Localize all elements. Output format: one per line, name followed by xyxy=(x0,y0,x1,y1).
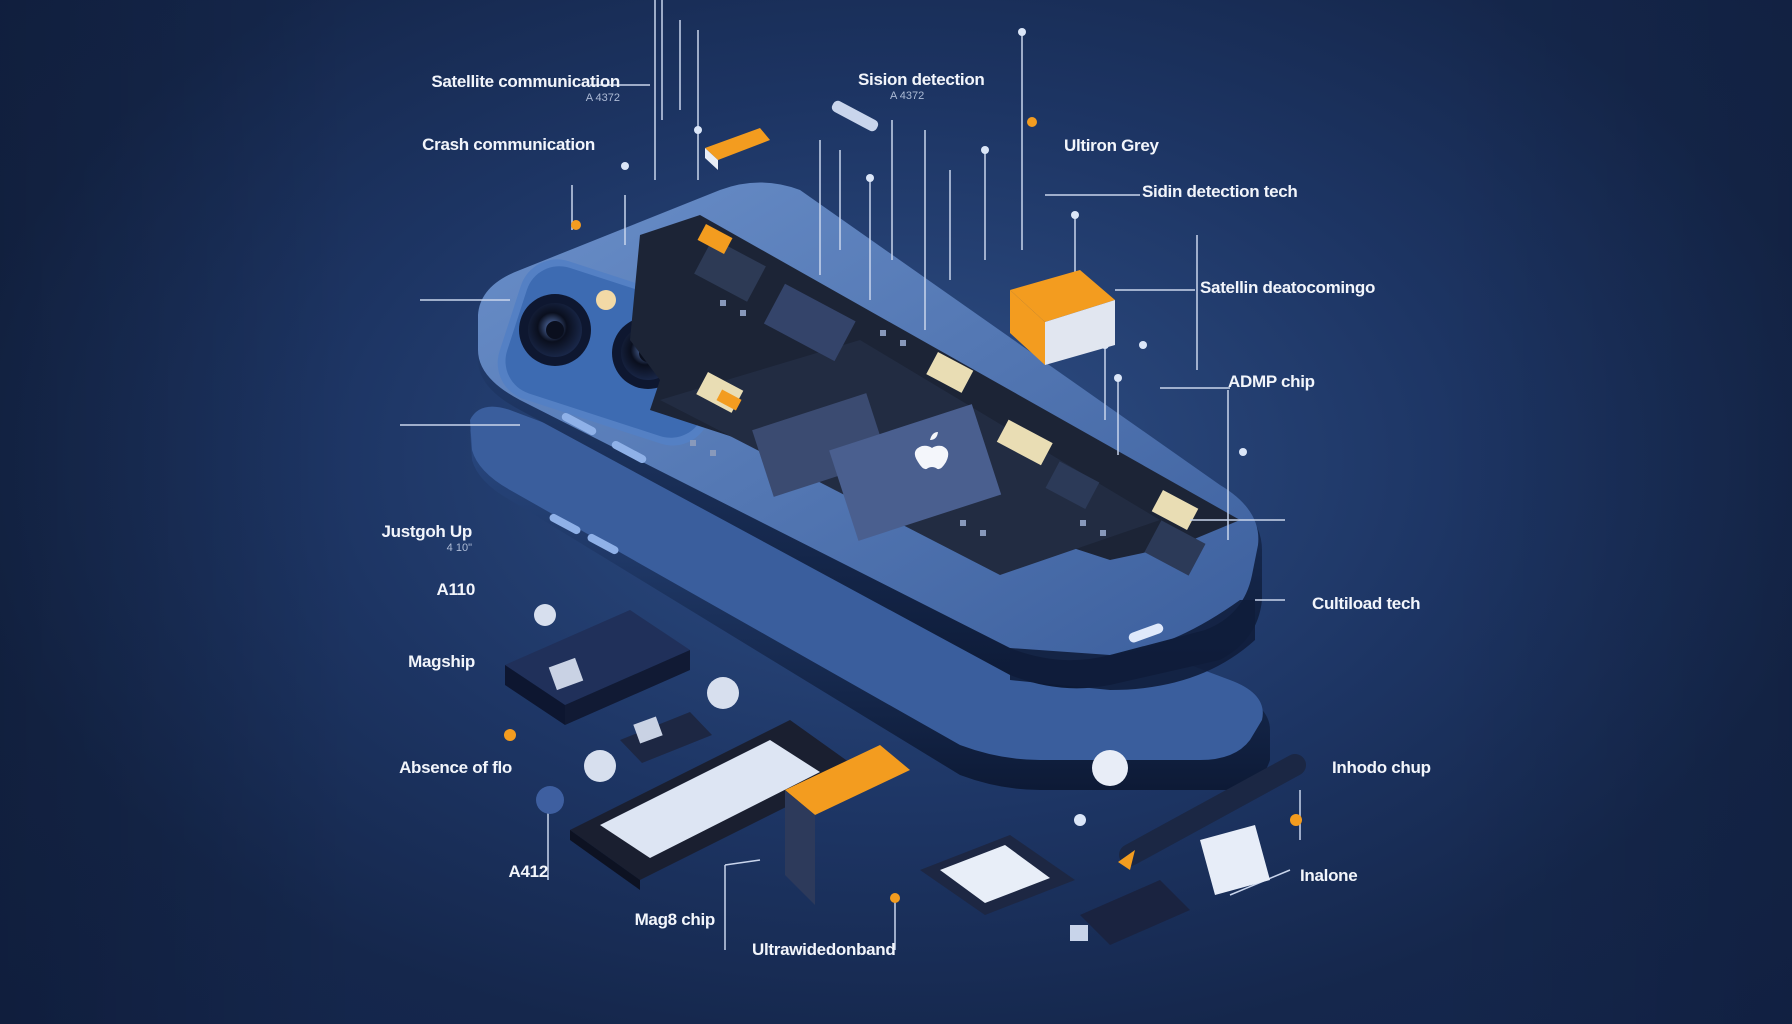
callout-magsafe-title: Magship xyxy=(408,652,475,671)
callout-dots-orange xyxy=(504,117,1302,903)
callout-a110: A110 xyxy=(330,580,475,600)
callout-absence: Absence of flo xyxy=(300,758,512,778)
component-small-box xyxy=(1200,825,1270,895)
callout-satellin: Satellin deatocomingo xyxy=(1200,278,1375,298)
callout-ultra-grey: Ultiron Grey xyxy=(1064,136,1159,156)
callout-a110-title: A110 xyxy=(436,580,475,599)
callout-ultra-grey-title: Ultiron Grey xyxy=(1064,136,1159,155)
callout-satellin-title: Satellin deatocomingo xyxy=(1200,278,1376,297)
component-bracket xyxy=(705,100,879,170)
callout-inhodo-title: Inhodo chup xyxy=(1332,758,1431,777)
callout-mag8: Mag8 chip xyxy=(520,910,716,930)
callout-sidin: Sidin detection tech xyxy=(1142,182,1298,202)
callout-justgo: Justgoh Up 4 10" xyxy=(300,522,473,555)
component-qr-card xyxy=(505,610,690,725)
callout-magsafe: Magship xyxy=(330,652,475,672)
callout-inhodo: Inhodo chup xyxy=(1332,758,1431,778)
callout-cultiload: Cultiload tech xyxy=(1312,594,1421,614)
callout-sision-sub: A 4372 xyxy=(890,90,925,102)
component-round-buttons xyxy=(534,604,1128,814)
logic-board xyxy=(630,215,1240,576)
callout-a412-title: A412 xyxy=(508,862,549,881)
callout-cultiload-title: Cultiload tech xyxy=(1312,594,1421,613)
callout-absence-title: Absence of flo xyxy=(399,758,512,777)
component-card-reader xyxy=(1070,880,1190,945)
callout-satellite-title: Satellite communication xyxy=(431,72,620,91)
callout-justgo-sub: 4 10" xyxy=(446,542,472,554)
component-chip-square xyxy=(920,835,1075,915)
component-stylus xyxy=(1118,754,1306,870)
component-orange-connector xyxy=(785,745,910,905)
callout-ultrawideband: Ultrawidedonband xyxy=(752,940,896,960)
callout-a412: A412 xyxy=(400,862,549,882)
component-chip-small xyxy=(620,712,712,763)
component-memory-module xyxy=(570,720,860,890)
callout-lines xyxy=(400,0,1301,950)
callout-inalone-title: Inalone xyxy=(1300,866,1358,885)
callout-satellite-sub: A 4372 xyxy=(585,92,620,104)
callout-admp-title: ADMP chip xyxy=(1228,372,1315,391)
callout-mag8-title: Mag8 chip xyxy=(634,910,716,929)
callout-justgo-title: Justgoh Up xyxy=(381,522,473,541)
callout-crash: Crash communication xyxy=(375,135,595,155)
callout-crash-title: Crash communication xyxy=(422,135,595,154)
callout-inalone: Inalone xyxy=(1300,866,1358,886)
apple-logo-icon xyxy=(914,432,949,470)
callout-sision: Sision detection A 4372 xyxy=(858,70,985,103)
callout-sidin-title: Sidin detection tech xyxy=(1142,182,1298,201)
callout-satellite: Satellite communication A 4372 xyxy=(375,72,620,105)
component-battery-block xyxy=(1010,270,1115,365)
callout-ultrawideband-title: Ultrawidedonband xyxy=(752,940,896,959)
callout-admp: ADMP chip xyxy=(1228,372,1315,392)
callout-sision-title: Sision detection xyxy=(858,70,985,89)
